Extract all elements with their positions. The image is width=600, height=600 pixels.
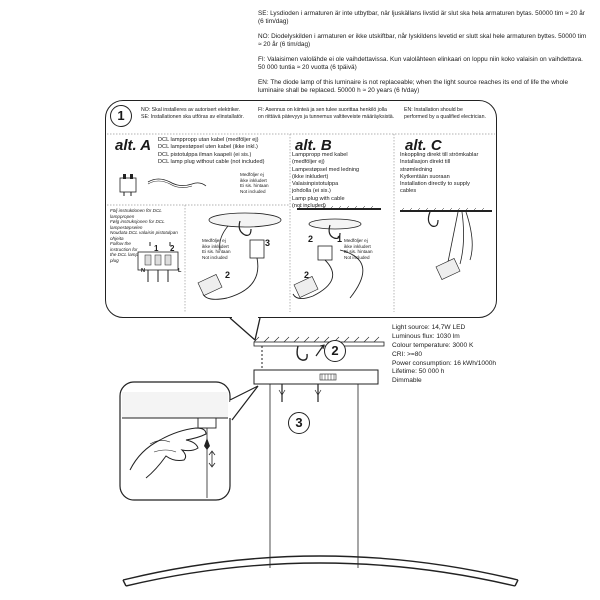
spec-luminous-flux: Luminous flux: 1030 lm — [392, 332, 460, 340]
luminaire-shade — [122, 555, 519, 587]
step-1-note-se-no: NO: Skal installeres av autorisert elekt… — [141, 107, 244, 120]
ceiling-rose-a — [197, 212, 282, 300]
note-en: EN: The diode lamp of this luminaire is … — [258, 78, 569, 95]
alt-a-not-included-1: Medföljer ej ikke inkludert Ei sis. hint… — [240, 172, 269, 194]
alt-a-dcl-instructions: Följ instruktionen för DCL lamppropen Fø… — [110, 208, 178, 263]
alt-b-title: alt. B — [295, 137, 332, 154]
canopy — [253, 369, 379, 568]
spec-power-consumption: Power consumption: 16 kWh/1000h — [392, 359, 497, 367]
alt-a-description: DCL lamppropp utan kabel (medföljer ej) … — [158, 137, 265, 165]
note-fi: FI: Valaisimen valolähde ei ole vaihdett… — [258, 55, 583, 72]
alt-a-step-2b: 2 — [225, 270, 231, 280]
alt-a-not-included-2: Medföljer ej ikke inkludert Ei sis. hint… — [202, 238, 231, 260]
ceiling-wires-c — [399, 207, 492, 280]
alt-b-description: Lamppropp med kabel (medföljer ej) Lampe… — [292, 152, 360, 209]
note-no: NO: Diodelyskilden i armaturen er ikke u… — [258, 32, 587, 49]
spec-cri: CRI: >=80 — [392, 350, 423, 358]
alt-a-step-2: 2 — [170, 244, 175, 253]
alt-b-not-included: Medföljer ej ikke inkludert Ei sis. hint… — [344, 238, 373, 260]
step-1-note-fi: FI: Asennus on kiinteä ja sen tulee suor… — [258, 107, 395, 120]
spec-lifetime: Lifetime: 50 000 h — [392, 368, 445, 376]
alt-a-terminal-n: N — [141, 268, 146, 274]
alt-a-step-3: 3 — [265, 238, 271, 248]
alt-a-step-1: 1 — [154, 244, 159, 253]
luminaire-specifications: Light source: 14,7W LED Luminous flux: 1… — [392, 324, 592, 386]
dcl-terminal-illustration — [137, 242, 179, 282]
step-2-badge: 2 — [324, 340, 346, 362]
lower-ceiling — [253, 336, 385, 372]
note-se: SE: Lysdioden i armaturen är inte utbytb… — [258, 10, 585, 26]
spec-dimmable: Dimmable — [392, 377, 422, 385]
alt-c-title: alt. C — [405, 137, 442, 154]
step-1-badge: 1 — [110, 105, 132, 127]
spec-light-source: Light source: 14,7W LED — [392, 324, 466, 331]
spec-colour-temperature: Colour temperature: 3000 K — [392, 341, 474, 349]
cable-adjust-inset — [119, 381, 259, 501]
alt-c-description: Inkoppling direkt till strömkablar Insta… — [400, 152, 479, 195]
alt-b-step-2: 2 — [308, 234, 314, 244]
step-3-badge: 3 — [288, 412, 310, 434]
dcl-plug-illustration — [119, 174, 207, 196]
ceiling-rose-b — [292, 205, 381, 299]
alt-a-terminal-l: L — [178, 268, 182, 274]
alt-a-title: alt. A — [115, 137, 152, 154]
alt-b-step-2b: 2 — [304, 270, 310, 280]
alt-b-step-1: 1 — [337, 234, 343, 244]
replacement-notes: SE: Lysdioden i armaturen är inte utbytb… — [258, 10, 590, 102]
step-1-note-en: EN: Installation should be performed by … — [404, 107, 486, 120]
